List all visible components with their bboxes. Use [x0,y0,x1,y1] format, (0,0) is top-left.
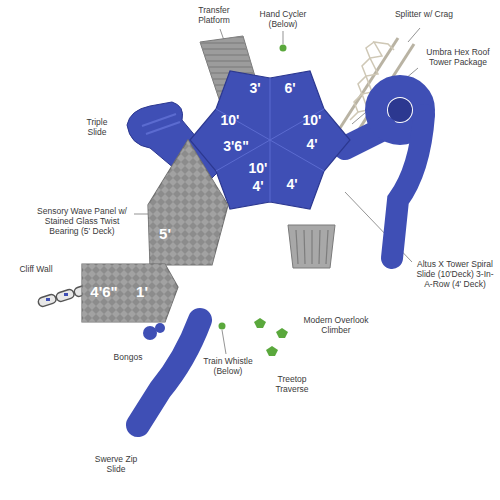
dimension-label: 1' [136,284,148,299]
dimension-label: 4'6" [90,284,117,299]
part-label: Modern Overlook Climber [296,316,376,336]
dimension-label: 4' [252,179,263,193]
part-label: Altus X Tower Spiral Slide (10'Deck) 3-I… [415,260,495,289]
part-label: Hand Cycler (Below) [257,10,309,30]
deck-outline [145,138,230,268]
part-label: Bongos [108,353,148,363]
part-label: Splitter w/ Crag [394,10,454,20]
dimension-label: 4' [306,137,317,151]
deck-platform: 5' [145,138,230,268]
dimension-label: 10' [303,113,322,127]
dimension-label: 6' [284,81,295,95]
dimension-label: 10' [249,161,268,175]
part-label: Triple Slide [76,118,118,138]
dimension-label: 4' [286,177,297,191]
part-label: Transfer Platform [189,6,239,26]
part-label: Train Whistle (Below) [200,357,256,377]
part-label: Umbra Hex Roof Tower Package [420,48,496,68]
deck-platform: 4'6" 1' [80,262,180,324]
dimension-label: 5' [159,226,171,241]
part-label: Treetop Traverse [262,375,322,395]
part-label: Cliff Wall [19,265,53,275]
dimension-label: 3' [249,81,260,95]
dimension-label: 10' [221,113,240,127]
part-label: Sensory Wave Panel w/ Stained Glass Twis… [32,207,132,236]
part-label: Swerve Zip Slide [88,455,144,475]
dimension-label: 3'6" [223,139,249,153]
